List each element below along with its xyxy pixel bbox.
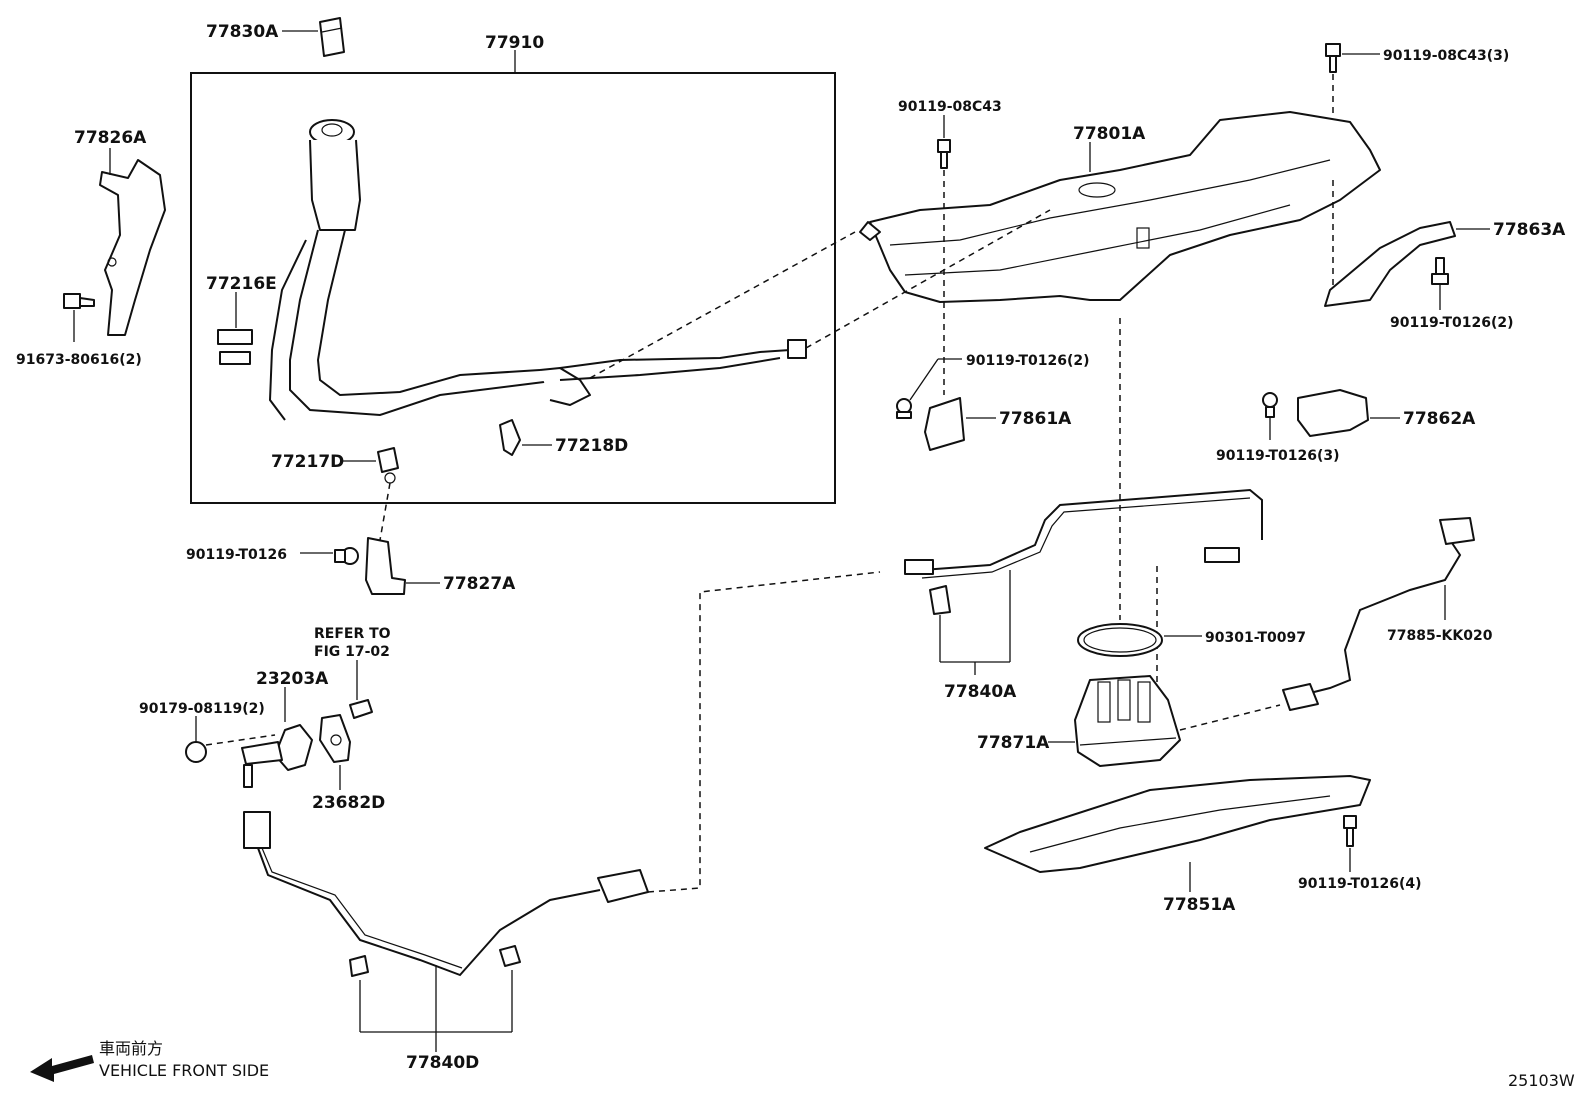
refer-note-line2: FIG 17-02: [314, 644, 390, 660]
label-77863A[interactable]: 77863A: [1493, 220, 1566, 240]
label-90119-T0126-3[interactable]: 90119-T0126(3): [1216, 448, 1340, 464]
part-23682D-gasket[interactable]: [319, 714, 351, 763]
part-90119-bolt-left[interactable]: [334, 547, 359, 565]
group-box-77910: [190, 72, 836, 504]
front-side-jp: 車両前方: [99, 1039, 163, 1058]
part-77885-harness[interactable]: [1282, 517, 1475, 711]
part-77863A-strap[interactable]: [1324, 221, 1456, 307]
part-77861A-bracket[interactable]: [924, 397, 965, 451]
part-23203A-valve[interactable]: [241, 724, 313, 788]
label-91673[interactable]: 91673-80616(2): [16, 352, 142, 368]
label-90119-08C43[interactable]: 90119-08C43: [898, 99, 1002, 115]
label-23203A[interactable]: 23203A: [256, 669, 329, 689]
part-77218D-clip[interactable]: [499, 419, 521, 456]
part-77827A-bracket[interactable]: [365, 537, 406, 595]
label-77217D[interactable]: 77217D: [271, 452, 344, 472]
part-77217D-clamp[interactable]: [377, 447, 399, 484]
part-77801A-fuel-tank[interactable]: [859, 111, 1381, 303]
part-77840D-harness[interactable]: [243, 811, 649, 977]
label-77801A[interactable]: 77801A: [1073, 124, 1146, 144]
part-77910-filler-pipe[interactable]: [268, 119, 807, 421]
label-77826A[interactable]: 77826A: [74, 128, 147, 148]
part-77216E-clip[interactable]: [217, 329, 253, 365]
refer-note-line1: REFER TO: [314, 626, 391, 642]
label-77216E[interactable]: 77216E: [206, 274, 277, 294]
part-90301-gasket-ring[interactable]: [1077, 623, 1163, 657]
label-90119-T0126-left[interactable]: 90119-T0126: [186, 547, 287, 563]
part-77851A-plate[interactable]: [984, 775, 1371, 873]
label-77827A[interactable]: 77827A: [443, 574, 516, 594]
figure-code: 25103W: [1508, 1071, 1575, 1090]
label-90119-T0126-4[interactable]: 90119-T0126(4): [1298, 876, 1422, 892]
part-90179-nut[interactable]: [185, 741, 207, 763]
label-23682D[interactable]: 23682D: [312, 793, 385, 813]
part-77830A-cap[interactable]: [319, 17, 345, 57]
part-91673-bolt[interactable]: [63, 293, 95, 309]
label-77861A[interactable]: 77861A: [999, 409, 1072, 429]
label-77862A[interactable]: 77862A: [1403, 409, 1476, 429]
part-90119-T0126-2-right-bolt[interactable]: [1431, 257, 1449, 285]
part-90119-08C43-bolt[interactable]: [937, 139, 951, 169]
front-side-en: VEHICLE FRONT SIDE: [99, 1061, 269, 1080]
label-90119-T0126-2-mid[interactable]: 90119-T0126(2): [966, 353, 1090, 369]
label-90119-T0126-2-right[interactable]: 90119-T0126(2): [1390, 315, 1514, 331]
label-90119-08C43-3[interactable]: 90119-08C43(3): [1383, 48, 1509, 64]
label-77851A[interactable]: 77851A: [1163, 895, 1236, 915]
label-90179[interactable]: 90179-08119(2): [139, 701, 265, 717]
label-77910[interactable]: 77910: [485, 33, 544, 53]
label-77840A[interactable]: 77840A: [944, 682, 1017, 702]
part-90119-T0126-2-mid-bolt[interactable]: [896, 398, 912, 419]
part-90119-T0126-4-bolt[interactable]: [1343, 815, 1357, 847]
part-77871A-pump[interactable]: [1074, 675, 1181, 767]
part-77826A-bracket[interactable]: [99, 159, 166, 336]
part-stud[interactable]: [349, 699, 373, 719]
label-77218D[interactable]: 77218D: [555, 436, 628, 456]
part-77840A-harness[interactable]: [904, 488, 1263, 615]
part-90119-T0126-3-bolt[interactable]: [1262, 392, 1278, 418]
label-90301[interactable]: 90301-T0097: [1205, 630, 1306, 646]
label-77840D[interactable]: 77840D: [406, 1053, 479, 1073]
left-arrow-icon: [30, 1055, 94, 1082]
part-90119-08C43-3-bolt[interactable]: [1325, 43, 1341, 73]
label-77830A[interactable]: 77830A: [206, 22, 279, 42]
part-77862A-protector[interactable]: [1297, 389, 1369, 437]
label-77871A[interactable]: 77871A: [977, 733, 1050, 753]
label-77885[interactable]: 77885-KK020: [1387, 628, 1493, 644]
